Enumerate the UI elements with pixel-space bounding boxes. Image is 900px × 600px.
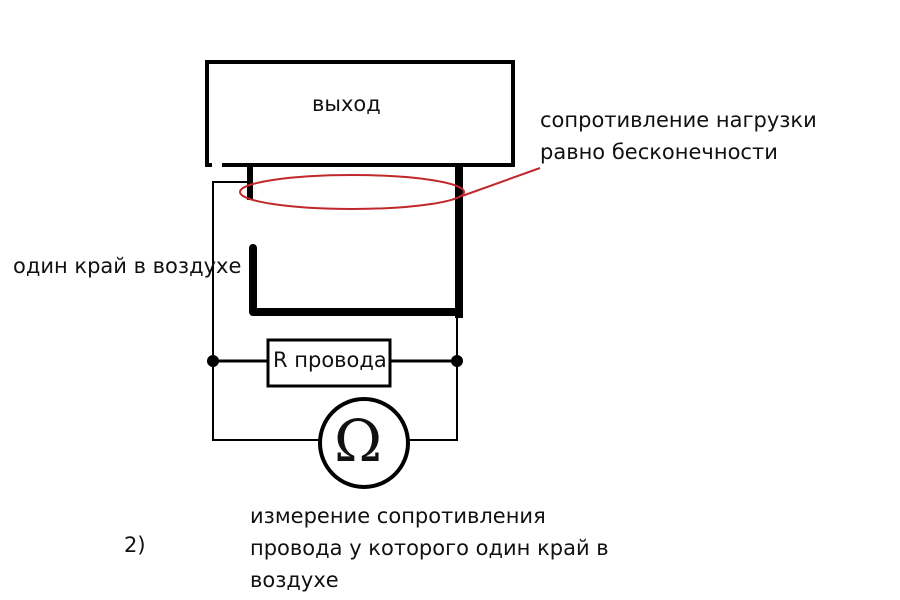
load-resistance-label-line1: сопротивление нагрузки xyxy=(540,108,817,132)
highlight-pointer xyxy=(461,167,541,197)
highlight-ellipse xyxy=(239,174,465,210)
output-box xyxy=(205,60,515,167)
resistor-box xyxy=(266,338,392,388)
junction-dot-left xyxy=(207,355,219,367)
wire-under-test xyxy=(249,244,463,316)
left-measurement-wire xyxy=(212,181,320,441)
ohmmeter-circle xyxy=(318,397,410,489)
resistor-label: R провода xyxy=(273,348,387,372)
caption-line2: провода у которого один край в xyxy=(250,536,609,560)
free-end-label: один край в воздухе xyxy=(13,254,242,278)
caption-line3: воздухе xyxy=(250,568,339,592)
output-box-label: выход xyxy=(312,92,381,116)
caption-line1: измерение сопротивления xyxy=(250,504,546,528)
right-measurement-wire xyxy=(408,318,458,441)
ohmmeter-symbol: Ω xyxy=(334,407,383,475)
figure-number: 2) xyxy=(124,533,146,557)
load-resistance-label-line2: равно бесконечности xyxy=(540,140,778,164)
junction-dot-right xyxy=(451,355,463,367)
